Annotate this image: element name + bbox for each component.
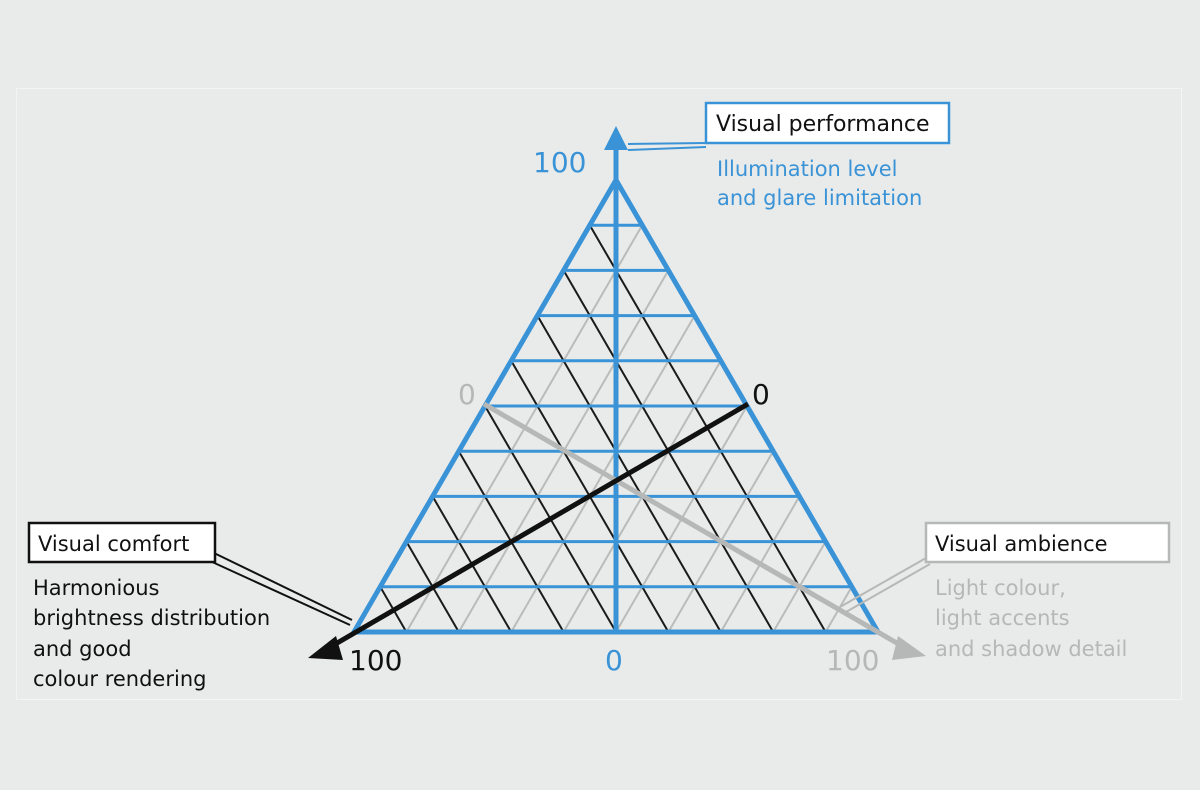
comfort-desc-line2: brightness distribution: [33, 606, 270, 630]
comfort-desc-line1: Harmonious: [33, 576, 159, 600]
comfort-desc-line3: and good: [33, 637, 132, 661]
performance-desc-line2: and glare limitation: [717, 186, 922, 210]
performance-callout-line-2: [627, 146, 707, 151]
performance-arrow-icon: [604, 126, 628, 150]
performance-title-box: [704, 101, 951, 145]
ambience-title-box: [924, 521, 1171, 564]
ambience-desc-line2: light accents: [935, 606, 1070, 630]
performance-title: Visual performance: [716, 112, 930, 137]
ambience-arrow-icon: [892, 636, 926, 660]
ambience-max-label: 100: [826, 644, 879, 677]
ambience-desc-line3: and shadow detail: [935, 637, 1127, 661]
ambience-title: Visual ambience: [935, 532, 1108, 556]
ambience-desc-line1: Light colour,: [935, 576, 1066, 600]
comfort-axis: [330, 401, 750, 649]
performance-callout-line: [627, 142, 707, 145]
comfort-callout-line: [209, 560, 351, 626]
comfort-title-box: [27, 521, 217, 564]
comfort-title: Visual comfort: [38, 532, 189, 556]
performance-min-label: 0: [605, 644, 623, 677]
ambience-axis: [482, 401, 904, 649]
performance-max-label: 100: [533, 146, 586, 179]
ambience-callout-line: [839, 557, 927, 608]
ambience-callout-line-2: [845, 563, 931, 613]
comfort-desc-line4: colour rendering: [33, 667, 206, 691]
comfort-max-label: 100: [349, 644, 402, 677]
diagram-panel: [16, 88, 1182, 700]
comfort-callout-line-2: [213, 552, 353, 621]
comfort-arrow-icon: [308, 636, 343, 660]
ambience-min-label: 0: [458, 378, 476, 411]
performance-desc-line1: Illumination level: [717, 157, 897, 181]
comfort-min-label: 0: [752, 378, 770, 411]
